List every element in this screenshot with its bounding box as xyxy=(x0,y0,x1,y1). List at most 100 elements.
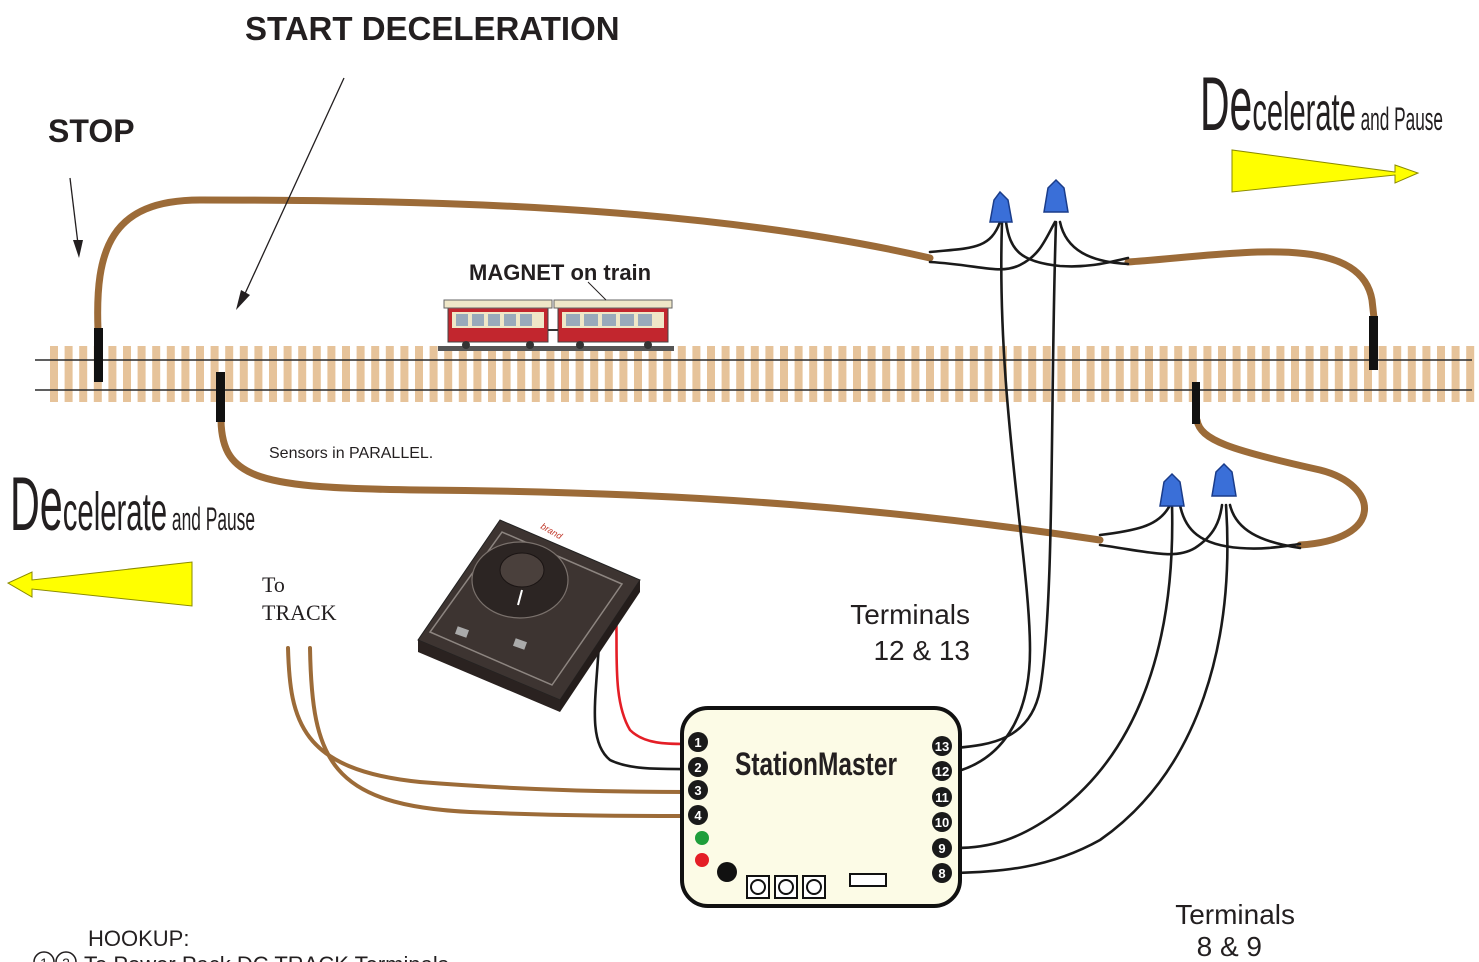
track-ties xyxy=(50,346,1475,402)
track-tie xyxy=(969,346,978,402)
track-tie xyxy=(327,346,336,402)
svg-text:10: 10 xyxy=(935,815,949,830)
left-terminal-3: 3 xyxy=(688,780,708,800)
top-sensor-wire xyxy=(94,196,1378,382)
wire-nut-icon xyxy=(1159,472,1185,507)
track-tie xyxy=(1188,346,1197,402)
to-track-label: To xyxy=(262,572,285,597)
track-tie xyxy=(1232,346,1241,402)
track-tie xyxy=(1261,346,1270,402)
track-tie xyxy=(780,346,788,402)
right-terminal-10: 10 xyxy=(932,812,952,832)
svg-text:To Power Pack DC TRACK Termin: To Power Pack DC TRACK Terminals xyxy=(84,952,449,962)
track-tie xyxy=(1159,346,1168,402)
track-tie xyxy=(561,346,569,402)
track-tie xyxy=(809,346,818,402)
bottom-splice xyxy=(953,462,1302,875)
track-tie xyxy=(736,346,745,402)
track-tie xyxy=(400,346,409,402)
track-tie xyxy=(225,346,234,402)
dip-switch xyxy=(849,873,887,887)
svg-text:9: 9 xyxy=(938,841,945,856)
track-tie xyxy=(619,346,628,402)
wire-nut-icon xyxy=(1211,462,1237,497)
bottom-sensor-wire xyxy=(216,372,1368,549)
track-tie xyxy=(64,346,73,402)
track-tie xyxy=(342,346,350,402)
track-tie xyxy=(677,346,686,402)
track-tie xyxy=(1086,346,1095,402)
hookup-line-1: 1 2 To Power Pack DC TRACK Terminals xyxy=(33,951,449,962)
stationmaster-title: StationMaster xyxy=(735,746,897,782)
speed-knob xyxy=(499,552,545,588)
track-tie xyxy=(1218,346,1226,402)
track-tie xyxy=(1364,346,1372,402)
track-tie xyxy=(371,346,380,402)
track-tie xyxy=(502,346,511,402)
train-icon xyxy=(438,299,674,351)
stationmaster-module: StationMaster 1 2 3 4 13 12 11 10 9 8 xyxy=(680,706,962,908)
start-deceleration-label: START DECELERATION xyxy=(245,10,620,47)
track-tie xyxy=(823,346,832,402)
stop-sensor xyxy=(94,328,103,382)
track-tie xyxy=(166,346,175,402)
magnet-label: MAGNET on train xyxy=(469,260,651,285)
to-track-label-2: TRACK xyxy=(262,600,337,625)
track-tie xyxy=(298,346,307,402)
track-tie xyxy=(473,346,482,402)
bottom-right-sensor xyxy=(1192,382,1200,424)
top-splice xyxy=(928,178,1130,774)
track-tie xyxy=(1422,346,1431,402)
track-tie xyxy=(152,346,161,402)
track-tie xyxy=(517,346,526,402)
right-terminal-8: 8 xyxy=(932,863,952,883)
track-tie xyxy=(634,346,642,402)
track-tie xyxy=(838,346,847,402)
track-tie xyxy=(1013,346,1022,402)
track-tie xyxy=(590,346,599,402)
track-tie xyxy=(955,346,964,402)
track-tie xyxy=(765,346,774,402)
track-tie xyxy=(1028,346,1037,402)
track-tie xyxy=(254,346,263,402)
track-tie xyxy=(1334,346,1343,402)
track-tie xyxy=(882,346,891,402)
track-tie xyxy=(1145,346,1153,402)
pointer-arrows xyxy=(69,77,345,310)
track-tie xyxy=(1174,346,1183,402)
decelerate-right-label: Decelerate and Pause xyxy=(1200,62,1443,147)
decelerate-left-label: Decelerate and Pause xyxy=(10,462,255,547)
track-tie xyxy=(1276,346,1285,402)
track-tie xyxy=(312,346,321,402)
track-tie xyxy=(750,346,759,402)
wire-nut-icon xyxy=(989,190,1013,223)
track-tie xyxy=(196,346,204,402)
track-tie xyxy=(984,346,993,402)
track-tie xyxy=(575,346,584,402)
track-tie xyxy=(1130,346,1139,402)
track-tie xyxy=(911,346,920,402)
svg-text:2: 2 xyxy=(694,760,701,775)
red-led xyxy=(695,853,709,867)
svg-text:1: 1 xyxy=(40,955,48,962)
wire-nut-icon xyxy=(1043,178,1069,213)
svg-text:8: 8 xyxy=(938,866,945,881)
track-tie xyxy=(269,346,277,402)
track-tie xyxy=(210,346,219,402)
sensors-parallel-label: Sensors in PARALLEL. xyxy=(269,445,433,462)
track-feeder-wires xyxy=(286,646,690,818)
track-tie xyxy=(356,346,365,402)
track-tie xyxy=(546,346,555,402)
track-tie xyxy=(707,346,715,402)
track-tie xyxy=(444,346,453,402)
track-tie xyxy=(721,346,730,402)
track-tie xyxy=(1407,346,1416,402)
track-tie xyxy=(1320,346,1329,402)
track-tie xyxy=(385,346,394,402)
svg-text:1: 1 xyxy=(694,735,701,750)
track-tie xyxy=(1057,346,1066,402)
decelerate-left-arrow xyxy=(6,561,193,607)
decelerate-right-arrow xyxy=(1231,149,1420,193)
power-pack-wires xyxy=(593,609,692,771)
track-tie xyxy=(1466,346,1475,402)
